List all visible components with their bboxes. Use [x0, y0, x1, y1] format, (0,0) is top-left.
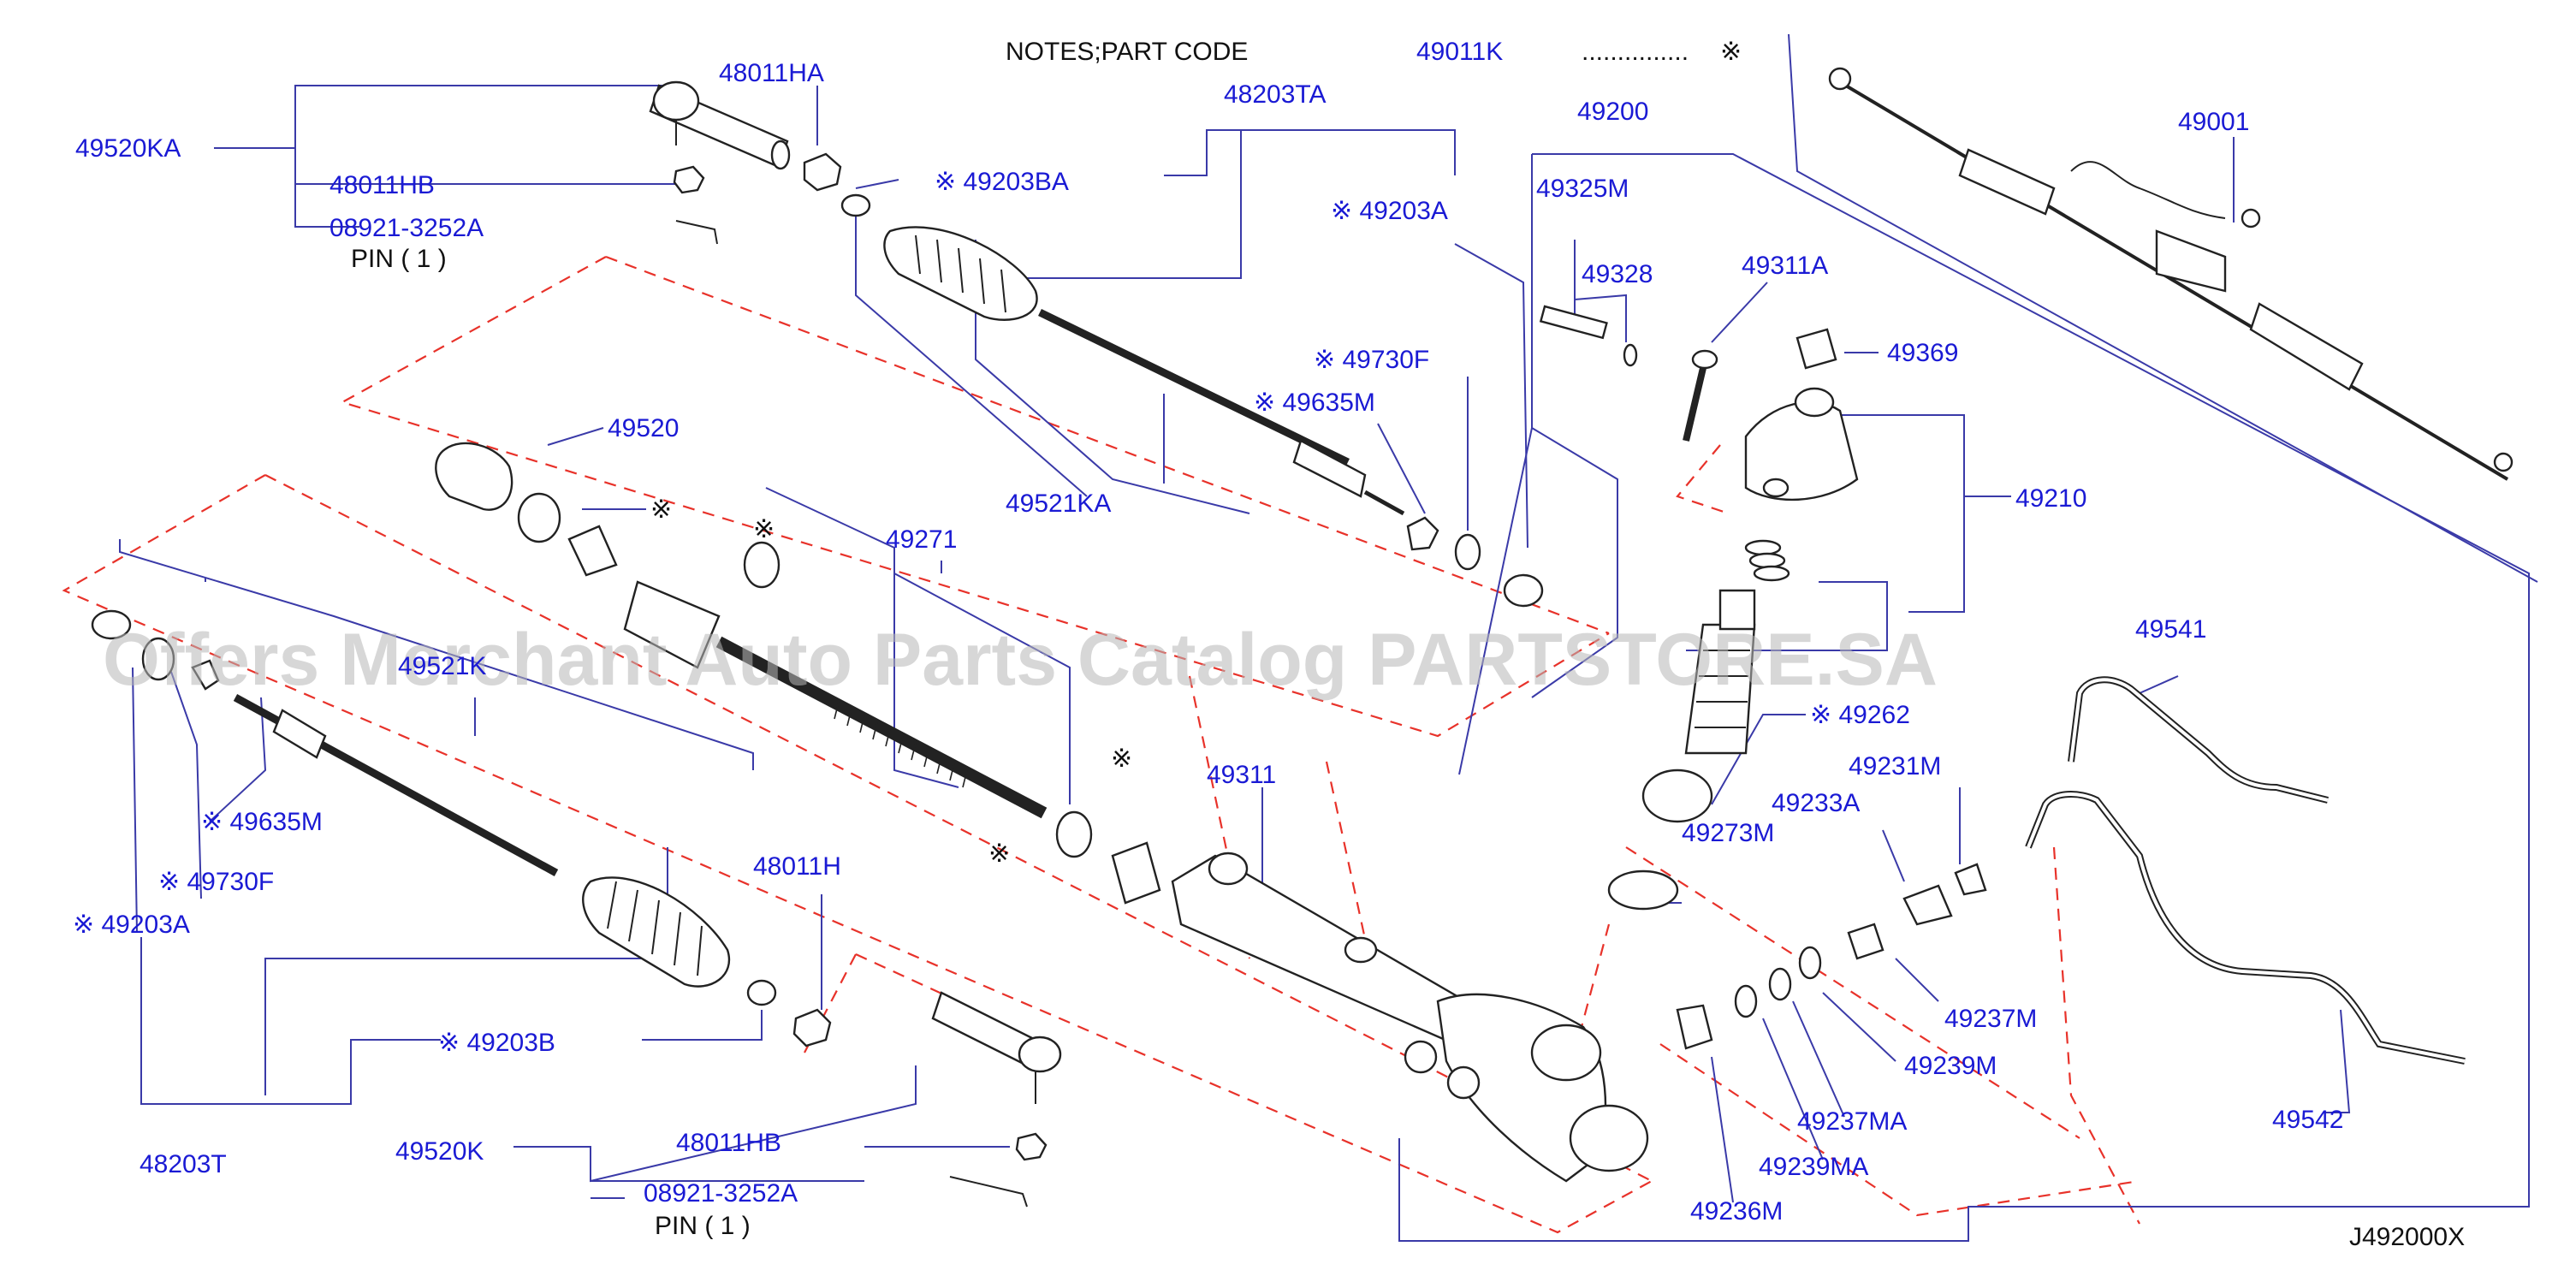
label-49542[interactable]: 49542 [2272, 1106, 2343, 1134]
label-48203T[interactable]: 48203T [139, 1150, 227, 1178]
label-48011H[interactable]: 48011H [753, 852, 841, 881]
label-49203A-bottom[interactable]: ※ 49203A [73, 911, 190, 939]
pinion-49262 [1641, 589, 1756, 823]
label-49520KA[interactable]: 49520KA [75, 134, 181, 163]
label-49311A[interactable]: 49311A [1742, 252, 1828, 280]
label-49231M[interactable]: 49231M [1849, 752, 1941, 780]
pin-top [675, 220, 718, 245]
label-49203B[interactable]: ※ 49203B [438, 1029, 555, 1057]
notes-mark: ※ [1720, 38, 1742, 66]
label-pin-top: PIN ( 1 ) [351, 245, 447, 273]
housing-49311 [1171, 852, 1649, 1183]
notes-part-code-label: NOTES;PART CODE [1006, 38, 1248, 66]
mark-b2: ※ [988, 840, 1010, 868]
boot-48203TA [883, 226, 1038, 321]
label-49233A[interactable]: 49233A [1772, 789, 1860, 817]
label-49001[interactable]: 49001 [2178, 108, 2249, 136]
valve-housing-49210 [1744, 387, 1859, 501]
label-49521K[interactable]: 49521K [398, 652, 486, 680]
nut-48011HB-bottom [1015, 1132, 1048, 1161]
nut-48011H [792, 1008, 832, 1047]
label-49730F-top[interactable]: ※ 49730F [1314, 346, 1429, 374]
nut-48011HA [803, 152, 842, 192]
mark-seal: ※ [753, 515, 775, 543]
label-48011HB-top[interactable]: 48011HB [329, 171, 435, 199]
label-49271[interactable]: 49271 [886, 525, 957, 554]
watermark: Offers Merchant Auto Parts Catalog PARTS… [103, 619, 1938, 701]
clamp-49203BA [840, 193, 871, 217]
label-49311[interactable]: 49311 [1207, 761, 1276, 789]
bolt-49311A [1683, 349, 1718, 442]
mark-b1: ※ [1111, 745, 1132, 773]
label-49521KA[interactable]: 49521KA [1006, 490, 1111, 518]
leader-lines [119, 33, 2538, 1242]
label-49200[interactable]: 49200 [1577, 98, 1648, 126]
label-49369[interactable]: 49369 [1887, 339, 1958, 367]
mark-ring: ※ [650, 496, 672, 524]
outer-tie-rod-49001 [1828, 67, 2514, 481]
seal-49369 [1795, 328, 1837, 370]
label-49239MA[interactable]: 49239MA [1759, 1153, 1868, 1181]
bolt-49325M [1539, 305, 1638, 367]
label-49237M[interactable]: 49237M [1944, 1005, 2037, 1033]
notes-part-code-value: 49011K [1416, 38, 1503, 66]
boot-48203T [582, 876, 777, 1006]
label-49520K[interactable]: 49520K [395, 1137, 484, 1166]
label-49635M-bottom[interactable]: ※ 49635M [201, 808, 323, 836]
label-49262[interactable]: ※ 49262 [1810, 701, 1910, 729]
label-49273M[interactable]: 49273M [1682, 819, 1774, 847]
label-49239M[interactable]: 49239M [1904, 1052, 1997, 1080]
label-49210[interactable]: 49210 [2015, 484, 2086, 513]
inner-tie-rod-top [1038, 308, 1405, 516]
label-49730F-bottom[interactable]: ※ 49730F [158, 868, 274, 896]
label-pin-bottom: PIN ( 1 ) [655, 1212, 751, 1240]
label-48203TA[interactable]: 48203TA [1224, 80, 1327, 109]
label-49325M[interactable]: 49325M [1536, 175, 1629, 203]
washers-top-right [1406, 516, 1544, 608]
label-49237MA[interactable]: 49237MA [1797, 1107, 1907, 1136]
springs-49210 [1744, 539, 1790, 582]
inner-tie-rod-bottom [233, 694, 559, 876]
tie-rod-end-bottom [931, 991, 1062, 1104]
nut-48011HB-top [673, 165, 705, 194]
bushing-49520 [435, 442, 561, 543]
label-49635M-top[interactable]: ※ 49635M [1254, 389, 1375, 417]
label-48011HA[interactable]: 48011HA [719, 59, 824, 87]
label-08921-bottom[interactable]: 08921-3252A [644, 1179, 798, 1208]
pipe-49541 [2068, 676, 2329, 804]
clamps-bottom-left [91, 609, 220, 691]
label-48011HB-bottom[interactable]: 48011HB [676, 1129, 781, 1157]
oring-49273M [1607, 869, 1679, 911]
small-seals-right [1676, 863, 1987, 1050]
pin-bottom [949, 1176, 1028, 1208]
tie-rod-end-top [649, 80, 791, 170]
label-49541[interactable]: 49541 [2135, 615, 2206, 644]
label-08921-top[interactable]: 08921-3252A [329, 214, 484, 242]
label-49203A-top[interactable]: ※ 49203A [1331, 197, 1448, 225]
diagram-code: J492000X [2349, 1223, 2465, 1251]
part-labels: 49520KA 48011HA 48011HB 08921-3252A PIN … [73, 59, 2343, 1240]
pipe-49542 [2025, 791, 2466, 1065]
rings-rack [1055, 810, 1161, 905]
label-49236M[interactable]: 49236M [1690, 1197, 1783, 1225]
label-49328[interactable]: 49328 [1582, 260, 1653, 288]
label-49203BA[interactable]: ※ 49203BA [935, 168, 1069, 196]
label-49520[interactable]: 49520 [608, 414, 679, 442]
notes-dots: ............... [1582, 38, 1689, 66]
rack-49271 [567, 525, 1048, 819]
